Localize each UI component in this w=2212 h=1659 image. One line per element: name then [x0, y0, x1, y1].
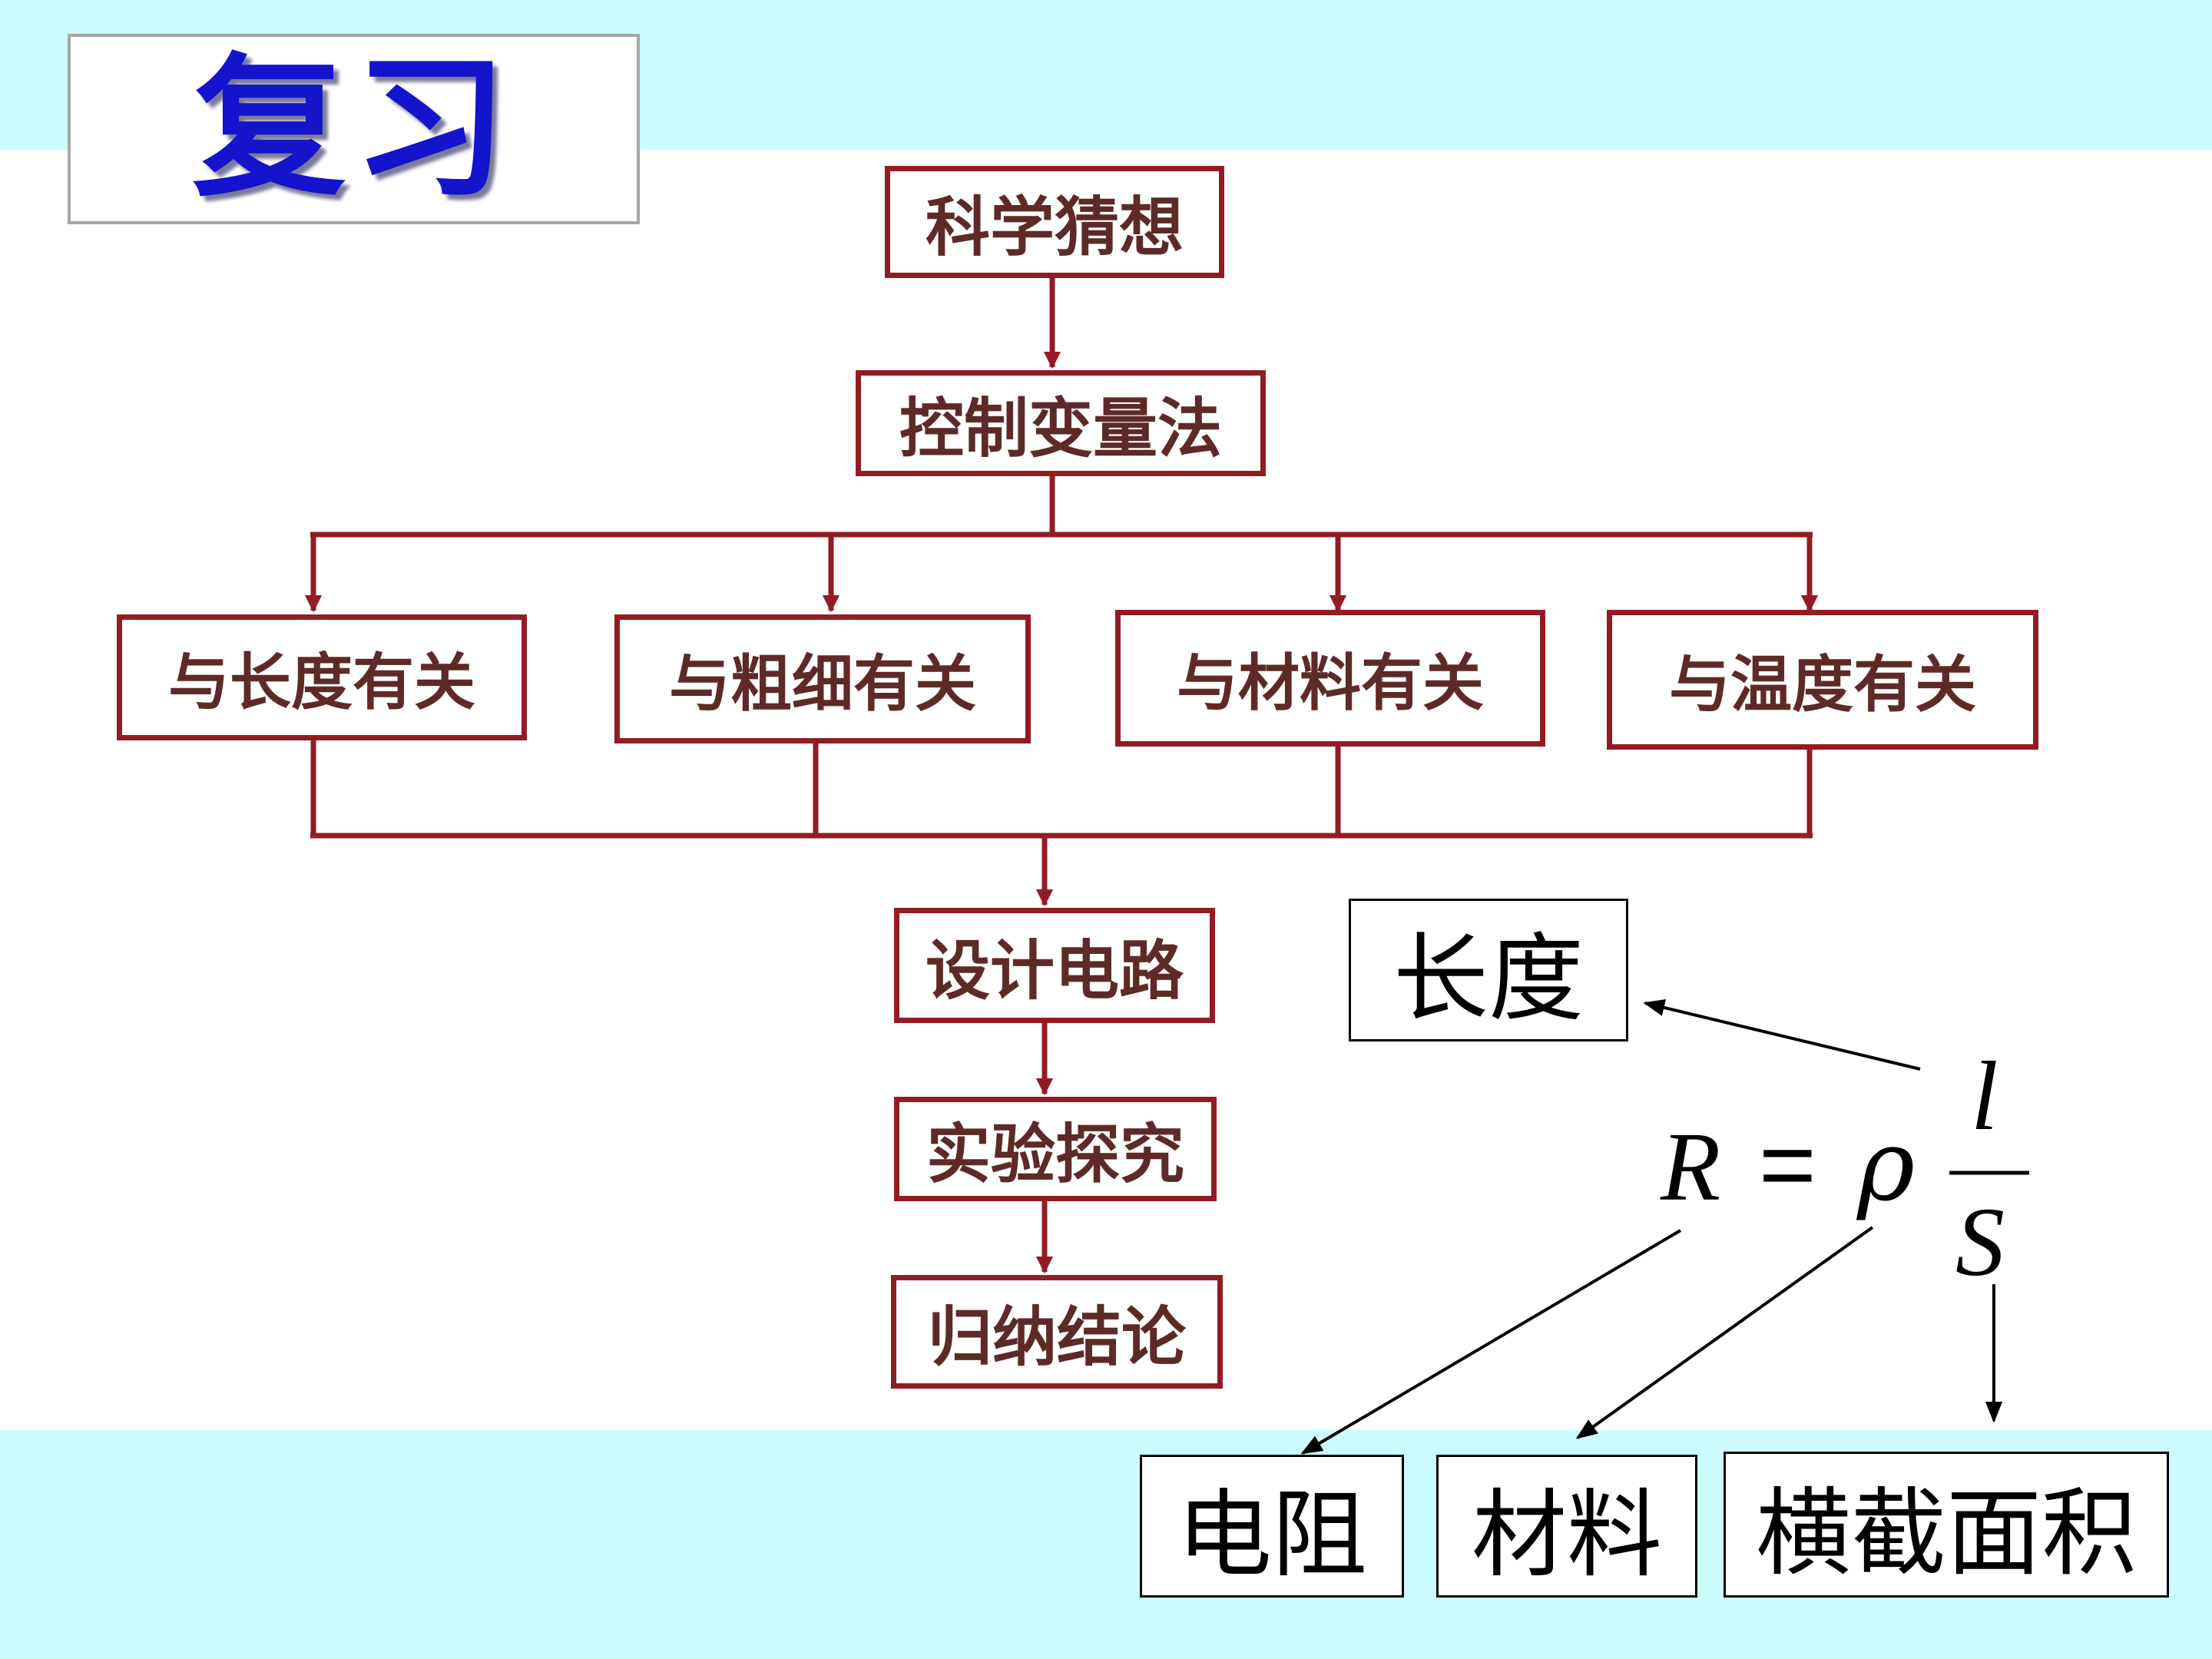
- label-material: 材料: [1436, 1455, 1697, 1598]
- title-box: 复习: [68, 34, 640, 224]
- box-factor-temperature: 与温度有关: [1607, 610, 2038, 750]
- formula-area-symbol: S: [1955, 1187, 2005, 1296]
- page-title: 复习: [192, 39, 515, 218]
- arrow-to-length: [1643, 998, 1921, 1071]
- box-scientific-guess: 科学猜想: [885, 166, 1224, 278]
- box-control-variables: 控制变量法: [856, 370, 1266, 476]
- arrow-to-resistance: [1300, 1229, 1682, 1455]
- label-length: 长度: [1349, 899, 1628, 1041]
- label-resistance: 电阻: [1140, 1455, 1404, 1598]
- box-conclusion: 归纳结论: [891, 1275, 1223, 1389]
- formula-equals: =: [1759, 1110, 1816, 1220]
- box-factor-material: 与材料有关: [1115, 610, 1545, 747]
- arrow-to-material: [1575, 1226, 1874, 1439]
- formula-rho: ρ: [1856, 1109, 1915, 1224]
- box-factor-thickness: 与粗细有关: [614, 614, 1031, 743]
- box-factor-length: 与长度有关: [117, 614, 527, 740]
- box-design-circuit: 设计电路: [894, 908, 1215, 1023]
- box-experiment: 实验探究: [894, 1097, 1217, 1201]
- formula-resistance-symbol: R: [1660, 1112, 1720, 1221]
- label-cross-sectional-area: 横截面积: [1724, 1452, 2169, 1598]
- formula-length-symbol: l: [1971, 1041, 1998, 1151]
